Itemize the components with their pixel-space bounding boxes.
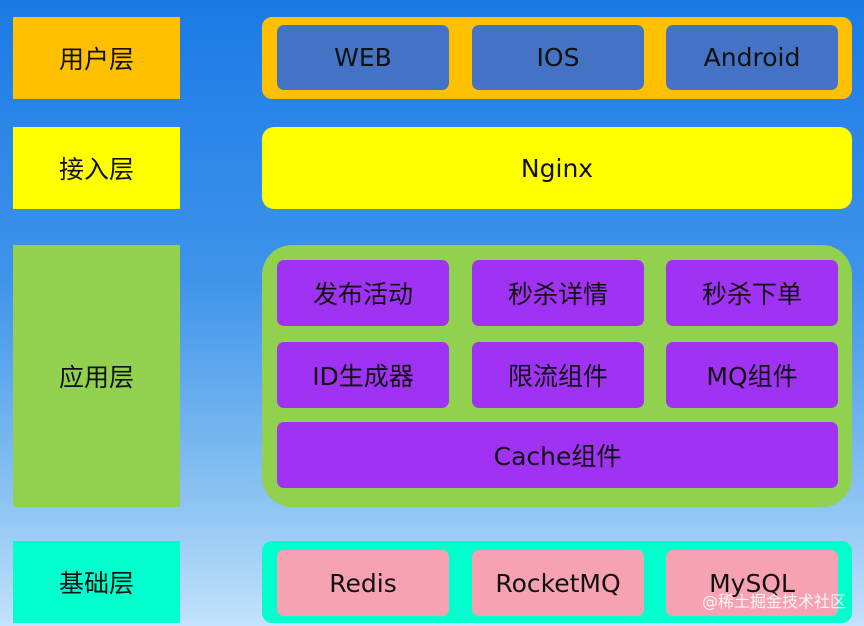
app-item-cache-component: Cache组件 [277, 422, 838, 488]
user-item-android: Android [666, 25, 838, 90]
user-item-web: WEB [277, 25, 449, 90]
layer-label-access: 接入层 [13, 127, 180, 209]
app-item-seckill-order: 秒杀下单 [666, 260, 838, 326]
access-item-nginx: Nginx [262, 127, 852, 209]
layer-label-app: 应用层 [13, 245, 180, 507]
app-item-seckill-detail: 秒杀详情 [472, 260, 644, 326]
watermark-text: @稀土掘金技术社区 [701, 592, 846, 611]
base-item-rocketmq: RocketMQ [472, 550, 644, 616]
layer-label-base: 基础层 [13, 541, 180, 623]
app-item-mq-component: MQ组件 [666, 342, 838, 408]
base-item-mysql: MySQL [666, 550, 838, 616]
app-item-rate-limiter: 限流组件 [472, 342, 644, 408]
layer-label-user: 用户层 [13, 17, 180, 99]
base-item-redis: Redis [277, 550, 449, 616]
app-item-publish-activity: 发布活动 [277, 260, 449, 326]
user-item-ios: IOS [472, 25, 644, 90]
app-item-id-generator: ID生成器 [277, 342, 449, 408]
